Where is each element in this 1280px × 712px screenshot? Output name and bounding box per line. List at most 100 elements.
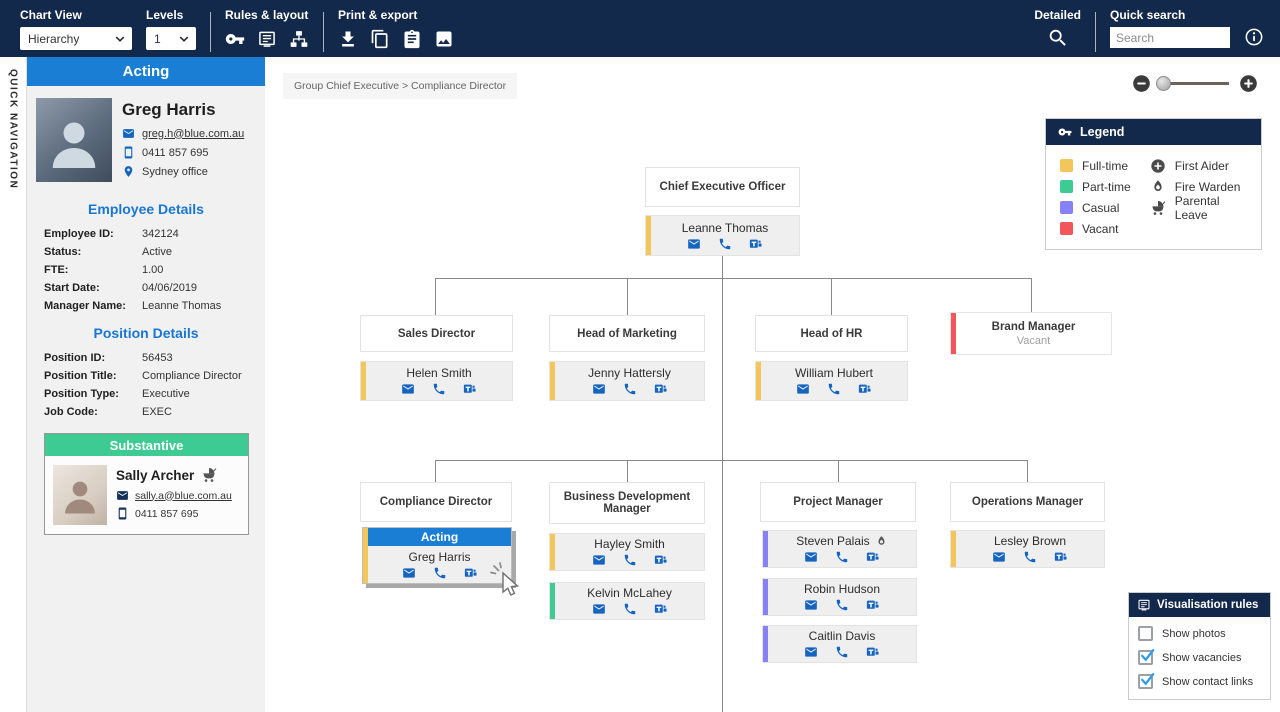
checkbox[interactable] bbox=[1138, 626, 1153, 641]
email-icon[interactable] bbox=[592, 553, 606, 567]
search-icon[interactable] bbox=[1047, 27, 1069, 49]
position-box-compliance-director[interactable]: Compliance Director bbox=[360, 482, 512, 522]
org-card-hayley-smith[interactable]: Hayley Smith bbox=[549, 533, 705, 571]
position-box-operations-manager[interactable]: Operations Manager bbox=[950, 482, 1105, 522]
teams-icon[interactable] bbox=[464, 566, 478, 580]
print-export-label: Print & export bbox=[338, 8, 418, 22]
quick-navigation-strip[interactable]: QUICK NAVIGATION bbox=[0, 57, 27, 712]
position-box-project-manager[interactable]: Project Manager bbox=[760, 482, 916, 522]
zoom-out-button[interactable] bbox=[1132, 74, 1151, 93]
email-icon[interactable] bbox=[804, 645, 818, 659]
org-card-william-hubert[interactable]: William Hubert bbox=[755, 361, 908, 401]
email-icon[interactable] bbox=[401, 382, 415, 396]
email-icon[interactable] bbox=[687, 237, 701, 251]
checkbox[interactable] bbox=[1138, 650, 1153, 665]
location-pin-icon bbox=[122, 165, 135, 178]
email-icon[interactable] bbox=[796, 382, 810, 396]
download-icon[interactable] bbox=[338, 29, 358, 49]
rules-layout-label: Rules & layout bbox=[225, 8, 309, 22]
profile-phone: 0411 857 695 bbox=[142, 146, 209, 159]
position-box-sales-director[interactable]: Sales Director bbox=[360, 315, 513, 352]
checkbox[interactable] bbox=[1138, 674, 1153, 689]
key-icon[interactable] bbox=[225, 29, 245, 49]
checkbox-show-contact-links[interactable]: Show contact links bbox=[1138, 674, 1262, 689]
phone-icon[interactable] bbox=[835, 598, 849, 612]
teams-icon[interactable] bbox=[654, 382, 668, 396]
email-icon[interactable] bbox=[992, 550, 1006, 564]
chart-view-select[interactable]: Hierarchy bbox=[20, 27, 132, 50]
phone-icon[interactable] bbox=[1023, 550, 1037, 564]
phone-icon[interactable] bbox=[623, 382, 637, 396]
org-card-kelvin-mclahey[interactable]: Kelvin McLahey bbox=[549, 582, 705, 620]
email-icon[interactable] bbox=[804, 550, 818, 564]
email-icon[interactable] bbox=[804, 598, 818, 612]
export-icon[interactable] bbox=[370, 29, 390, 49]
email-icon[interactable] bbox=[592, 382, 606, 396]
legend-item: Parental Leave bbox=[1150, 194, 1253, 222]
contact-links bbox=[402, 566, 478, 580]
position-box-head-of-marketing[interactable]: Head of Marketing bbox=[549, 315, 705, 352]
checkbox-show-photos[interactable]: Show photos bbox=[1138, 626, 1262, 641]
info-icon[interactable] bbox=[1244, 27, 1264, 47]
search-input[interactable] bbox=[1110, 27, 1230, 48]
zoom-slider-handle[interactable] bbox=[1156, 76, 1171, 91]
profile-email-link[interactable]: greg.h@blue.com.au bbox=[142, 127, 245, 140]
vacant-label: Vacant bbox=[1016, 334, 1051, 347]
zoom-in-button[interactable] bbox=[1239, 74, 1258, 93]
phone-icon[interactable] bbox=[623, 602, 637, 616]
org-card-steven-palais[interactable]: Steven Palais bbox=[762, 530, 917, 568]
org-card-lesley-brown[interactable]: Lesley Brown bbox=[950, 530, 1105, 568]
phone-icon[interactable] bbox=[835, 550, 849, 564]
levels-select[interactable]: 1 bbox=[146, 27, 196, 50]
teams-icon[interactable] bbox=[1054, 550, 1068, 564]
email-icon[interactable] bbox=[592, 602, 606, 616]
employment-type-bar bbox=[363, 528, 368, 583]
teams-icon[interactable] bbox=[866, 645, 880, 659]
phone-icon[interactable] bbox=[432, 382, 446, 396]
zoom-slider[interactable] bbox=[1156, 76, 1229, 91]
connector-line bbox=[627, 460, 628, 482]
clipboard-icon[interactable] bbox=[402, 29, 422, 49]
visualisation-rules-panel: Visualisation rules Show photos Show vac… bbox=[1128, 592, 1271, 700]
contact-links bbox=[687, 237, 763, 251]
org-card-leanne-thomas[interactable]: Leanne Thomas bbox=[645, 215, 800, 256]
position-box-head-of-hr[interactable]: Head of HR bbox=[755, 315, 908, 352]
legend-item: Vacant bbox=[1060, 218, 1150, 239]
org-card-helen-smith[interactable]: Helen Smith bbox=[360, 361, 513, 401]
substantive-name: Sally Archer bbox=[116, 467, 195, 483]
teams-icon[interactable] bbox=[654, 553, 668, 567]
sitemap-icon[interactable] bbox=[289, 29, 309, 49]
phone-icon[interactable] bbox=[827, 382, 841, 396]
parental-leave-icon bbox=[201, 467, 217, 483]
substantive-email-link[interactable]: sally.a@blue.com.au bbox=[135, 489, 232, 502]
image-icon[interactable] bbox=[434, 29, 454, 49]
email-icon[interactable] bbox=[402, 566, 416, 580]
phone-icon[interactable] bbox=[623, 553, 637, 567]
phone-icon[interactable] bbox=[433, 566, 447, 580]
employment-type-bar bbox=[951, 531, 956, 567]
profile-location: Sydney office bbox=[142, 165, 208, 178]
teams-icon[interactable] bbox=[749, 237, 763, 251]
teams-icon[interactable] bbox=[463, 382, 477, 396]
print-export-group: Print & export bbox=[338, 8, 454, 50]
employment-type-bar bbox=[361, 362, 366, 400]
teams-icon[interactable] bbox=[858, 382, 872, 396]
teams-icon[interactable] bbox=[866, 598, 880, 612]
position-box-ceo[interactable]: Chief Executive Officer bbox=[645, 167, 800, 207]
org-card-jenny-hattersly[interactable]: Jenny Hattersly bbox=[549, 361, 705, 401]
org-card-robin-hudson[interactable]: Robin Hudson bbox=[762, 578, 917, 616]
checkbox-show-vacancies[interactable]: Show vacancies bbox=[1138, 650, 1262, 665]
position-box-brand-manager-vacant[interactable]: Brand Manager Vacant bbox=[950, 312, 1112, 355]
detailed-label: Detailed bbox=[1034, 8, 1081, 22]
org-card-acting-greg-harris[interactable]: Acting Greg Harris bbox=[362, 527, 512, 584]
report-icon[interactable] bbox=[257, 29, 277, 49]
legend-item: Part-time bbox=[1060, 176, 1150, 197]
legend-header: Legend bbox=[1046, 119, 1261, 145]
teams-icon[interactable] bbox=[654, 602, 668, 616]
phone-icon[interactable] bbox=[718, 237, 732, 251]
contact-links bbox=[804, 598, 880, 612]
phone-icon[interactable] bbox=[835, 645, 849, 659]
position-box-business-development-manager[interactable]: Business Development Manager bbox=[549, 482, 705, 524]
teams-icon[interactable] bbox=[866, 550, 880, 564]
org-card-caitlin-davis[interactable]: Caitlin Davis bbox=[762, 625, 917, 663]
